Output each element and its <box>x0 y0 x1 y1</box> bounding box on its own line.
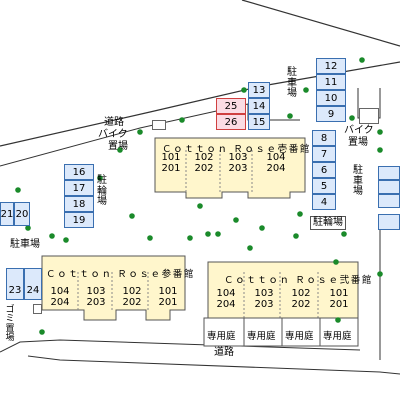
parking-slot-24: 24 <box>24 268 42 300</box>
parking-slot-13: 13 <box>248 82 270 98</box>
parking-slot-17: 17 <box>64 180 94 196</box>
parking-slot-unnumbered <box>378 180 400 194</box>
road-label-bottom: 道路 <box>214 347 234 358</box>
parking-slot-19: 19 <box>64 212 94 228</box>
garbage-label: ゴミ置場 <box>5 305 15 344</box>
private-garden-label: 専用庭 <box>207 331 236 342</box>
parking-slot-15: 15 <box>248 114 270 130</box>
parking-label-right: 駐車場 <box>353 165 363 197</box>
private-garden-label: 専用庭 <box>323 331 352 342</box>
private-garden-label: 専用庭 <box>247 331 276 342</box>
trees <box>15 57 383 335</box>
parking-slot-14: 14 <box>248 98 270 114</box>
parking-slot-8: 8 <box>312 130 336 146</box>
bike-parking-label-left: バイク <box>98 129 128 140</box>
parking-slot-5: 5 <box>312 178 336 194</box>
bike-storage-box <box>152 120 166 130</box>
parking-slot-16: 16 <box>64 164 94 180</box>
private-garden-label: 専用庭 <box>285 331 314 342</box>
parking-slot-11: 11 <box>316 74 346 90</box>
parking-slot-unnumbered <box>378 166 400 180</box>
building-ichiban-name: Ｃｏｔｔｏｎ Ｒｏｓｅ壱番館 <box>162 144 311 155</box>
building-niban-name: Ｃｏｔｔｏｎ Ｒｏｓｅ弐番館 <box>224 275 373 286</box>
parking-slot-26: 26 <box>216 114 246 130</box>
bike-storage-box-right <box>359 108 379 124</box>
parking-slot-12: 12 <box>316 58 346 74</box>
parking-slot-6: 6 <box>312 162 336 178</box>
parking-label-top: 駐車場 <box>287 67 297 99</box>
parking-slot-4: 4 <box>312 194 336 210</box>
building-sanban-name: Ｃｏｔｔｏｎ Ｒｏｓｅ参番館 <box>46 269 195 280</box>
parking-slot-20: 20 <box>14 202 30 226</box>
road-label-top: 道路 <box>104 117 124 128</box>
bike-parking-label-left-2: 置場 <box>108 141 128 152</box>
parking-slot-25: 25 <box>216 98 246 114</box>
parking-slot-21: 21 <box>0 202 14 226</box>
bicycle-parking-label-mid: 駐輪場 <box>97 175 107 207</box>
parking-slot-unnumbered <box>378 194 400 208</box>
parking-slot-23: 23 <box>6 268 24 300</box>
parking-slot-9: 9 <box>316 106 346 122</box>
parking-slot-unnumbered <box>378 214 400 230</box>
bicycle-parking-label-right: 駐輪場 <box>310 216 346 230</box>
bike-parking-label-right: バイク <box>344 125 374 136</box>
parking-slot-7: 7 <box>312 146 336 162</box>
parking-label-left: 駐車場 <box>10 239 40 250</box>
parking-slot-18: 18 <box>64 196 94 212</box>
garbage-box <box>33 304 42 314</box>
parking-slot-10: 10 <box>316 90 346 106</box>
bike-parking-label-right-2: 置場 <box>348 137 368 148</box>
